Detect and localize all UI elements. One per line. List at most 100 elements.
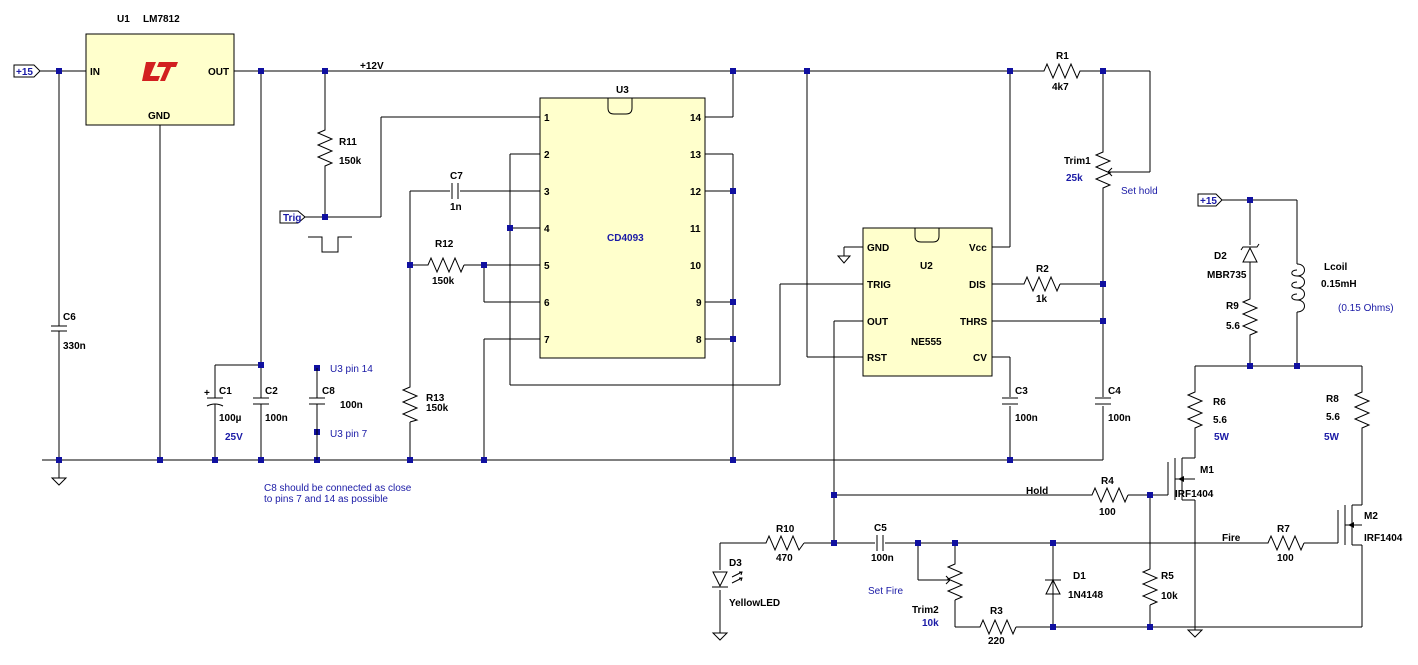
svg-text:OUT: OUT [208,67,229,78]
svg-text:+: + [204,388,210,399]
resistor-r7: R7 100 [1264,524,1305,564]
svg-text:RST: RST [867,353,887,364]
svg-text:(0.15 Ohms): (0.15 Ohms) [1338,303,1394,314]
led-d3: D3 YellowLED [712,558,780,609]
svg-text:R4: R4 [1101,476,1114,487]
svg-text:C3: C3 [1015,386,1028,397]
svg-text:TRIG: TRIG [867,280,891,291]
port-plus15-in: +15 [13,64,41,78]
trimmer-trim1: Trim1 25k [1064,148,1114,192]
svg-text:R1: R1 [1056,51,1069,62]
set-hold-note: Set hold [1121,186,1158,197]
svg-text:4k7: 4k7 [1052,82,1069,93]
svg-text:150k: 150k [426,403,449,414]
svg-text:100n: 100n [265,413,288,424]
net-label-fire: Fire [1222,533,1241,544]
svg-text:OUT: OUT [867,317,888,328]
svg-text:R11: R11 [339,137,357,148]
svg-text:5.6: 5.6 [1213,415,1227,426]
svg-text:THRS: THRS [960,317,988,328]
svg-text:100: 100 [1099,507,1116,518]
set-fire-note: Set Fire [868,586,903,597]
svg-text:Vcc: Vcc [969,243,987,254]
c8-note-line1: C8 should be connected as close [264,483,412,494]
svg-text:MBR735: MBR735 [1207,270,1247,281]
capacitor-c4: C4 100n [1095,386,1131,424]
svg-text:4: 4 [544,224,550,235]
svg-text:C8: C8 [322,386,335,397]
linear-logo-icon [142,62,178,81]
svg-text:100µ: 100µ [219,413,242,424]
svg-text:C5: C5 [874,523,887,534]
svg-text:DIS: DIS [969,280,986,291]
svg-text:IRF1404: IRF1404 [1175,489,1214,500]
svg-text:150k: 150k [339,156,362,167]
u1-regulator: U1 LM7812 IN OUT GND [85,14,235,126]
svg-text:Trig: Trig [283,213,301,224]
mosfet-m1: M1 IRF1404 [1167,458,1214,500]
svg-text:R2: R2 [1036,264,1049,275]
ground-icon [50,255,1204,641]
svg-text:IRF1404: IRF1404 [1364,533,1403,544]
resistor-r2: R2 1k [1020,264,1061,305]
u2-ne555: U2 NE555 GND TRIG OUT RST Vcc DIS THRS C… [862,227,993,377]
svg-text:R12: R12 [435,239,454,250]
capacitor-c8: C8 100n [309,368,363,460]
svg-text:6: 6 [544,298,550,309]
svg-text:220: 220 [988,636,1005,647]
svg-text:8: 8 [696,335,702,346]
resistor-r5: R5 10k [1141,565,1178,606]
svg-text:100n: 100n [340,400,363,411]
resistor-r1: R1 4k7 [1035,51,1084,93]
capacitor-c2: C2 100n [253,386,288,424]
svg-text:100n: 100n [1108,413,1131,424]
svg-text:5: 5 [544,261,550,272]
svg-text:GND: GND [867,243,889,254]
svg-text:Trim2: Trim2 [912,605,939,616]
svg-text:C1: C1 [219,386,232,397]
schottky-diode-d2: D2 MBR735 [1207,243,1260,281]
mosfet-m2: M2 IRF1404 [1337,505,1403,545]
svg-text:YellowLED: YellowLED [729,598,780,609]
svg-text:1n: 1n [450,202,462,213]
capacitor-c3: C3 100n [1002,386,1038,424]
svg-text:Lcoil: Lcoil [1324,262,1348,273]
svg-text:0.15mH: 0.15mH [1321,279,1357,290]
resistor-r13: R13 150k [401,383,449,423]
svg-text:R9: R9 [1226,301,1239,312]
svg-text:R6: R6 [1213,397,1226,408]
svg-text:5.6: 5.6 [1326,412,1340,423]
net-label-hold: Hold [1026,486,1048,497]
svg-text:R3: R3 [990,606,1003,617]
svg-text:LM7812: LM7812 [143,14,180,25]
svg-text:Trim1: Trim1 [1064,156,1091,167]
svg-text:3: 3 [544,187,550,198]
u3-cd4093: U3 CD4093 1 2 3 4 5 6 7 14 13 12 11 10 9… [539,85,706,359]
u3-pin7-note: U3 pin 7 [330,429,368,440]
svg-text:U1: U1 [117,14,130,25]
svg-text:14: 14 [690,113,702,124]
capacitor-c6: C6 330n [51,312,86,352]
c8-note-line2: to pins 7 and 14 as possible [264,494,388,505]
svg-text:+15: +15 [16,67,33,78]
svg-text:C4: C4 [1108,386,1121,397]
trimmer-trim2: Trim2 10k [912,560,964,629]
svg-text:NE555: NE555 [911,337,942,348]
svg-text:R5: R5 [1161,571,1174,582]
resistor-r12: R12 150k [424,239,465,287]
svg-text:R10: R10 [776,524,795,535]
port-plus15-coil: +15 [1197,193,1223,207]
resistor-r3: R3 220 [976,606,1017,647]
svg-text:12: 12 [690,187,702,198]
svg-text:1N4148: 1N4148 [1068,590,1103,601]
capacitor-c1: + C1 100µ 25V [204,386,243,443]
svg-text:470: 470 [776,553,793,564]
svg-text:C2: C2 [265,386,278,397]
svg-text:330n: 330n [63,341,86,352]
svg-text:100n: 100n [1015,413,1038,424]
svg-text:M2: M2 [1364,511,1378,522]
svg-text:150k: 150k [432,276,455,287]
svg-text:25V: 25V [225,432,243,443]
capacitor-c7: C7 1n [450,171,463,213]
svg-text:U2: U2 [920,261,933,272]
